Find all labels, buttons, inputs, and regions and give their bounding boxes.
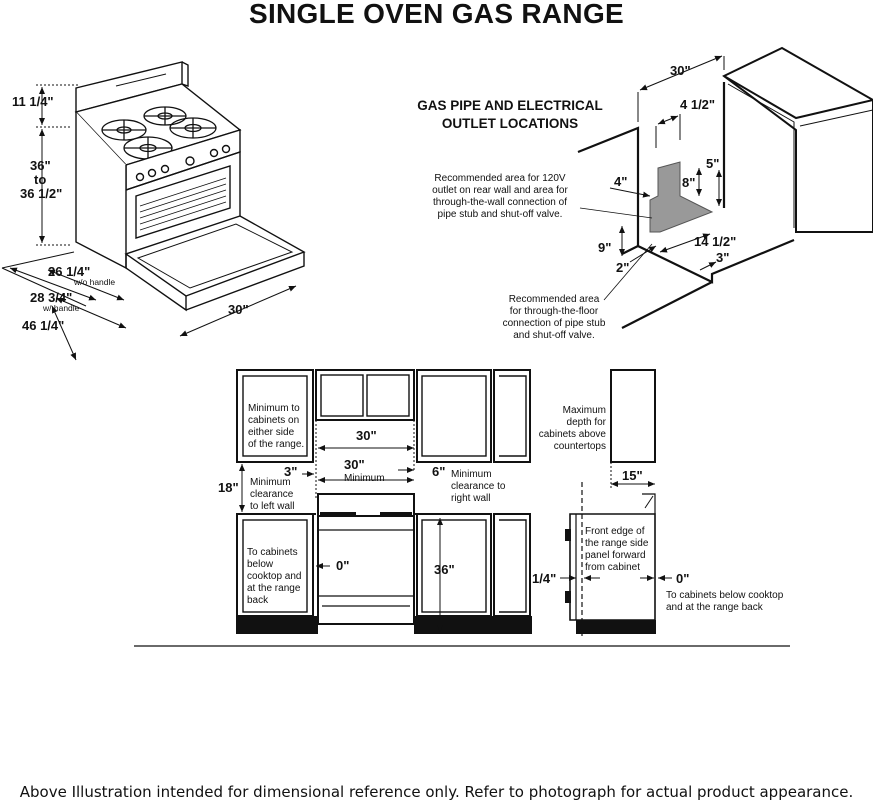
pipe-dim-2: 2"	[616, 260, 629, 275]
pipe-note-wall-line-3: through-the-wall connection of	[433, 197, 567, 208]
dim-3: 3"	[284, 464, 297, 479]
page-title: SINGLE OVEN GAS RANGE	[248, 0, 625, 29]
dim-quarter: 1/4"	[532, 571, 556, 586]
pipe-dim-3: 3"	[716, 250, 729, 265]
toe-kicks	[236, 616, 532, 634]
right-wall-line-3: right wall	[451, 493, 490, 504]
pipe-dimension-lines	[579, 55, 725, 301]
cabinet-labels: Minimum to cabinets on either side of th…	[218, 403, 506, 606]
below-line-3: cooktop and	[247, 571, 302, 582]
min-note-line-3: either side	[248, 427, 295, 438]
left-wall-line-2: clearance	[250, 489, 294, 500]
below-line-5: back	[247, 595, 269, 606]
pipe-dim-9: 9"	[598, 240, 611, 255]
dim-backguard: 11 1/4"	[12, 94, 54, 109]
min-note-line-1: Minimum to	[248, 403, 300, 414]
pipe-note-wall: Recommended area for 120V outlet on rear…	[432, 173, 568, 220]
dim-18: 18"	[218, 480, 239, 495]
dim-min-30-label: Minimum	[344, 473, 385, 484]
dim-width: 30"	[228, 302, 249, 317]
side-toe-kick	[576, 620, 656, 634]
max-depth-line-2: depth for	[567, 417, 607, 428]
pipe-note-wall-line-1: Recommended area for 120V	[434, 173, 566, 184]
below-line-1: To cabinets	[247, 547, 298, 558]
front-edge-line-3: panel forward	[585, 550, 646, 561]
dim-15: 15"	[622, 468, 643, 483]
min-note-line-4: of the range.	[248, 439, 304, 450]
pipe-note-floor-line-2: for through-the-floor	[510, 306, 599, 317]
range-dimension-lines	[1, 84, 297, 361]
dim-depth-handle: 28 3/4"	[30, 290, 72, 305]
pipe-note-wall-line-4: pipe stub and shut-off valve.	[438, 209, 563, 220]
dim-6: 6"	[432, 464, 445, 479]
dim-zero-front: 0"	[336, 558, 349, 573]
dim-36: 36"	[434, 562, 455, 577]
left-wall-line-3: to left wall	[250, 501, 294, 512]
pipe-note-floor: Recommended area for through-the-floor c…	[503, 294, 606, 341]
pipe-dim-5: 5"	[706, 156, 719, 171]
pipe-dimension-labels: 30" 4 1/2" 4" 8" 5" 9" 2" 14 1/2" 3"	[598, 63, 736, 275]
dim-depth-no-handle-note: w/o handle	[73, 277, 115, 287]
below-line-2: below	[247, 559, 274, 570]
side-below-line-2: and at the range back	[666, 602, 764, 613]
side-dimension-lines	[560, 462, 672, 581]
pipe-heading-2: OUTLET LOCATIONS	[442, 116, 578, 131]
max-depth-line-3: cabinets above	[539, 429, 607, 440]
dim-upper-30: 30"	[356, 428, 377, 443]
dim-min-30: 30"	[344, 457, 365, 472]
pipe-note-floor-line-4: and shut-off valve.	[513, 330, 595, 341]
right-wall-line-1: Minimum	[451, 469, 492, 480]
dim-height-b: to	[34, 172, 46, 187]
right-wall-line-2: clearance to	[451, 481, 506, 492]
pipe-dim-offset: 4 1/2"	[680, 97, 715, 112]
pipe-note-floor-line-3: connection of pipe stub	[503, 318, 606, 329]
dim-zero-side: 0"	[676, 571, 689, 586]
outlet-area	[649, 161, 714, 233]
range-illustration	[74, 61, 306, 312]
dim-height-a: 36"	[30, 158, 51, 173]
max-depth-line-4: countertops	[554, 441, 606, 452]
dim-depth-no-handle: 26 1/4"	[48, 264, 90, 279]
range-dimension-labels: 11 1/4" 36" to 36 1/2" 26 1/4" w/o handl…	[12, 94, 249, 333]
pipe-dim-14: 14 1/2"	[694, 234, 736, 249]
dim-depth-door-open: 46 1/4"	[22, 318, 64, 333]
front-edge-line-2: the range side	[585, 538, 649, 549]
pipe-dim-8: 8"	[682, 175, 695, 190]
left-wall-line-1: Minimum	[250, 477, 291, 488]
dim-height-c: 36 1/2"	[20, 186, 62, 201]
pipe-note-floor-line-1: Recommended area	[509, 294, 600, 305]
max-depth-line-1: Maximum	[563, 405, 606, 416]
footer-disclaimer: Above Illustration intended for dimensio…	[19, 783, 854, 801]
dim-depth-handle-note: w/ handle	[42, 303, 80, 313]
side-cabinet	[722, 46, 873, 233]
pipe-dim-4: 4"	[614, 174, 627, 189]
front-edge-line-1: Front edge of	[585, 526, 645, 537]
pipe-heading-1: GAS PIPE AND ELECTRICAL	[417, 98, 603, 113]
pipe-dim-width: 30"	[670, 63, 691, 78]
front-edge-line-4: from cabinet	[585, 562, 640, 573]
cabinet-dimension-lines	[239, 420, 443, 632]
pipe-note-wall-line-2: outlet on rear wall and area for	[432, 185, 568, 196]
pipe-headings: GAS PIPE AND ELECTRICAL OUTLET LOCATIONS	[417, 98, 603, 131]
min-note-line-2: cabinets on	[248, 415, 299, 426]
below-line-4: at the range	[247, 583, 301, 594]
side-below-line-1: To cabinets below cooktop	[666, 590, 784, 601]
side-labels: Maximum depth for cabinets above counter…	[532, 405, 784, 613]
